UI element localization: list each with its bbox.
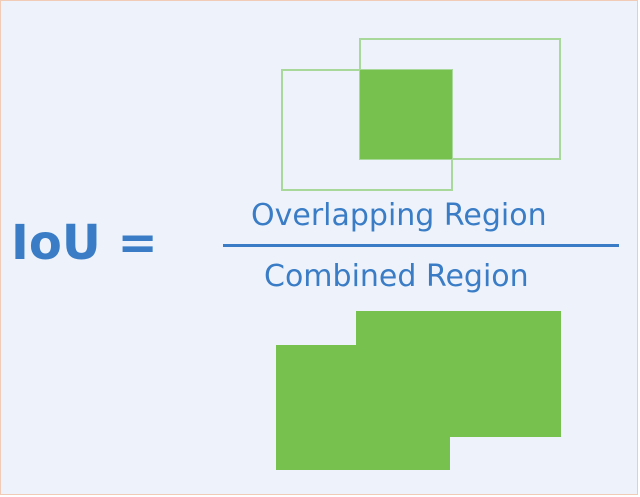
fraction-bar (223, 244, 619, 247)
numerator-label: Overlapping Region (251, 198, 547, 233)
iou-label: IoU = (11, 215, 158, 271)
intersection-area (360, 70, 452, 159)
union-box-b (356, 311, 561, 437)
denominator-label: Combined Region (264, 259, 529, 294)
